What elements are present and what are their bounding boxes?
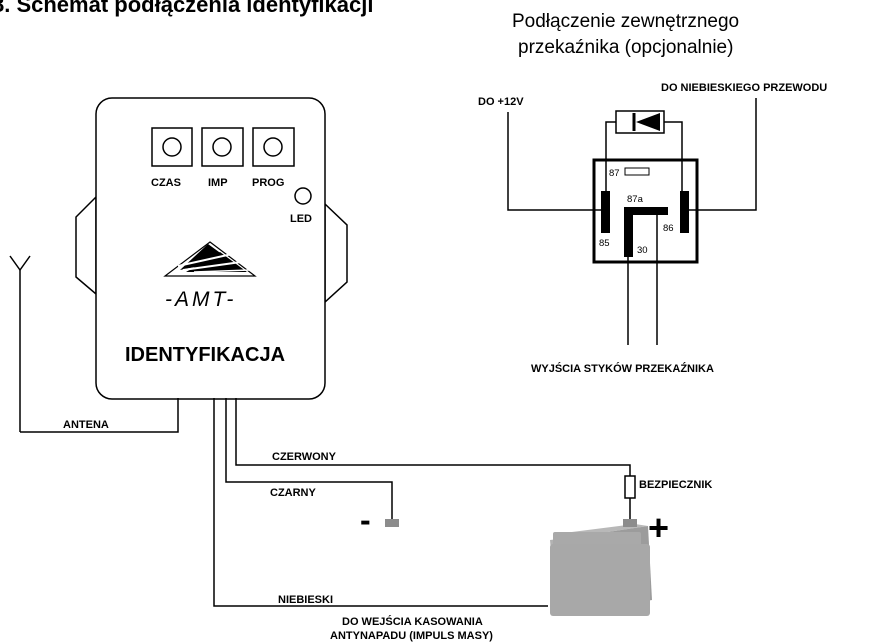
antenna-wire	[9, 255, 179, 433]
imp-button-knob	[212, 137, 232, 157]
led-label: LED	[290, 213, 312, 225]
relay-body	[592, 158, 699, 264]
relay-caption-line1: Podłączenie zewnętrznego	[512, 11, 739, 32]
relay-caption: Podłączenie zewnętrznego przekaźnika (op…	[512, 11, 739, 58]
button-label-czas: CZAS	[151, 177, 181, 189]
pin-87-label: 87	[609, 168, 620, 179]
device-name: IDENTYFIKACJA	[125, 344, 285, 366]
button-czas[interactable]	[151, 127, 193, 167]
battery-symbol	[385, 519, 652, 616]
amt-logo-text: -AMT-	[165, 288, 236, 311]
label-to-blue-wire: DO NIEBIESKIEGO PRZEWODU	[661, 82, 827, 94]
button-label-imp: IMP	[208, 177, 228, 189]
battery-plus: +	[648, 507, 669, 548]
antenna-label: ANTENA	[63, 419, 109, 431]
reset-input-line1: DO WEJŚCIA KASOWANIA	[342, 615, 483, 628]
pin-30-label: 30	[637, 245, 648, 256]
prog-button-knob	[263, 137, 283, 157]
relay-caption-line2: przekaźnika (opcjonalnie)	[518, 37, 733, 58]
fuse-symbol	[624, 475, 636, 499]
page-heading: 8. Schemat podłączenia identyfikacji	[0, 0, 373, 17]
label-contact-outputs: WYJŚCIA STYKÓW PRZEKAŹNIKA	[531, 362, 714, 375]
button-label-prog: PROG	[252, 177, 284, 189]
czas-button-knob	[162, 137, 182, 157]
diode-symbol	[615, 110, 665, 134]
fuse-label: BEZPIECZNIK	[639, 479, 712, 491]
pin-87a-label: 87a	[627, 194, 644, 205]
blue-wire-label: NIEBIESKI	[278, 594, 333, 606]
reset-input-line2: ANTYNAPADU (IMPULS MASY)	[330, 630, 493, 642]
button-prog[interactable]	[252, 127, 295, 167]
led-indicator	[294, 187, 312, 205]
amt-logo-graphic	[163, 241, 257, 277]
pin-85-label: 85	[599, 238, 610, 249]
device-cables	[213, 398, 631, 607]
black-wire-label: CZARNY	[270, 487, 316, 499]
red-wire-label: CZERWONY	[272, 451, 337, 463]
button-imp[interactable]	[201, 127, 244, 167]
pin-86-label: 86	[663, 223, 674, 234]
battery-minus: -	[360, 502, 371, 538]
label-to-plus-12v: DO +12V	[478, 96, 524, 108]
